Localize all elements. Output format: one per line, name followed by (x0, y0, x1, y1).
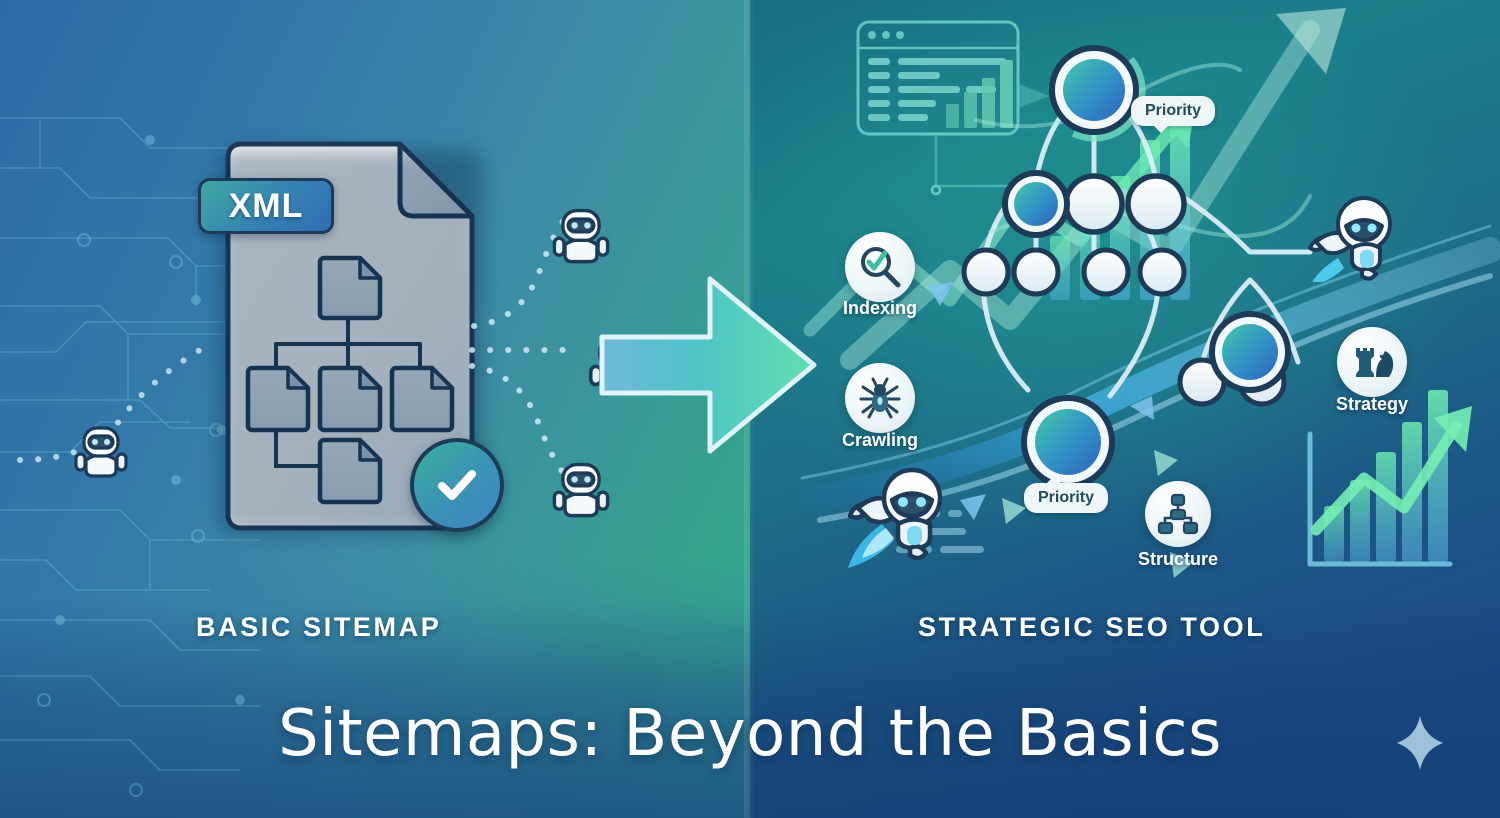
xml-badge-label: XML (228, 186, 304, 225)
rocket-bot-left (848, 467, 943, 568)
magnifier-check-glyph (861, 247, 901, 288)
crawler-bot-top (552, 208, 610, 264)
seo-network-graph (797, 8, 1500, 578)
dotted-path-middle (469, 347, 577, 353)
document-sheet (225, 141, 475, 531)
xml-sitemap-document: XML (198, 140, 504, 534)
growth-arrow-lower-right (1307, 390, 1472, 567)
crawling-label: Crawling (841, 430, 918, 450)
tree-node-child-1 (245, 365, 311, 433)
tree-node-child-2 (317, 365, 383, 433)
hub-node-right (1209, 311, 1291, 393)
checkmark-glyph (438, 470, 476, 500)
dotted-path-bottom (469, 363, 575, 485)
dotted-path-left (17, 347, 203, 463)
right-panel-caption: STRATEGIC SEO TOOL (918, 612, 1266, 642)
hierarchy-tree-glyph (1157, 493, 1199, 535)
crawler-bot-far-left (74, 426, 128, 478)
priority-pill-top: Priority (1131, 96, 1216, 133)
priority-pill-bottom-label: Priority (1038, 489, 1095, 506)
rocket-bot-right (1308, 196, 1392, 282)
left-panel-caption: BASIC SITEMAP (196, 612, 442, 642)
sparkle-icon (1397, 716, 1443, 770)
crawler-bot-bottom (552, 462, 610, 518)
tree-node-grandchild (317, 437, 383, 505)
chess-pieces-glyph (1356, 348, 1394, 377)
strategy-label: Strategy (1335, 394, 1409, 414)
spider-icon (845, 363, 915, 433)
magnifier-check-icon (845, 232, 915, 302)
check-circle-icon (410, 438, 504, 532)
indexing-label: Indexing (842, 298, 917, 318)
page-title: Sitemaps: Beyond the Basics (278, 697, 1222, 771)
structure-label: Structure (1137, 549, 1218, 569)
xml-format-badge: XML (198, 178, 334, 234)
analytics-dashboard-icon (856, 20, 1050, 196)
spider-glyph (859, 377, 901, 419)
priority-pill-top-label: Priority (1145, 102, 1202, 119)
tree-node-child-3 (389, 365, 455, 433)
right-arrow-icon (599, 276, 817, 454)
priority-pill-bottom: Priority (1024, 476, 1109, 513)
tree-node-root (317, 255, 383, 321)
hub-node-left (1002, 170, 1070, 238)
hub-node-top (1042, 38, 1146, 142)
chess-pieces-icon (1337, 327, 1407, 397)
hub-node-bottom (1021, 395, 1115, 489)
hierarchy-tree-icon (1145, 481, 1211, 547)
graph-hub-nodes (1002, 38, 1291, 489)
